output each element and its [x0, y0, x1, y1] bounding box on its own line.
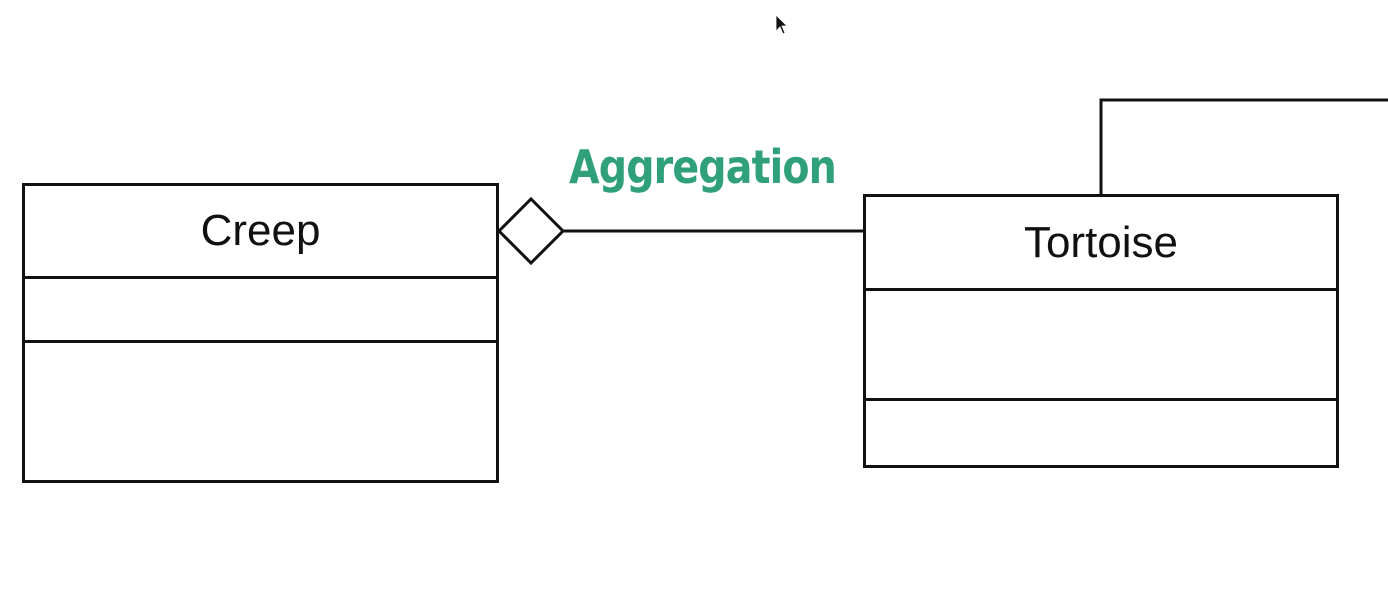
aggregation-diamond-icon	[496, 196, 566, 266]
class-creep[interactable]: Creep	[22, 183, 499, 483]
class-name-creep: Creep	[25, 186, 496, 279]
mouse-pointer-icon	[775, 14, 788, 35]
attributes-compartment-tortoise	[866, 291, 1336, 401]
operations-compartment-tortoise	[866, 401, 1336, 465]
class-name-tortoise: Tortoise	[866, 197, 1336, 291]
aggregation-label: Aggregation	[569, 140, 837, 194]
offscreen-connector	[1099, 98, 1388, 195]
operations-compartment-creep	[25, 343, 496, 480]
attributes-compartment-creep	[25, 279, 496, 343]
class-tortoise[interactable]: Tortoise	[863, 194, 1339, 468]
